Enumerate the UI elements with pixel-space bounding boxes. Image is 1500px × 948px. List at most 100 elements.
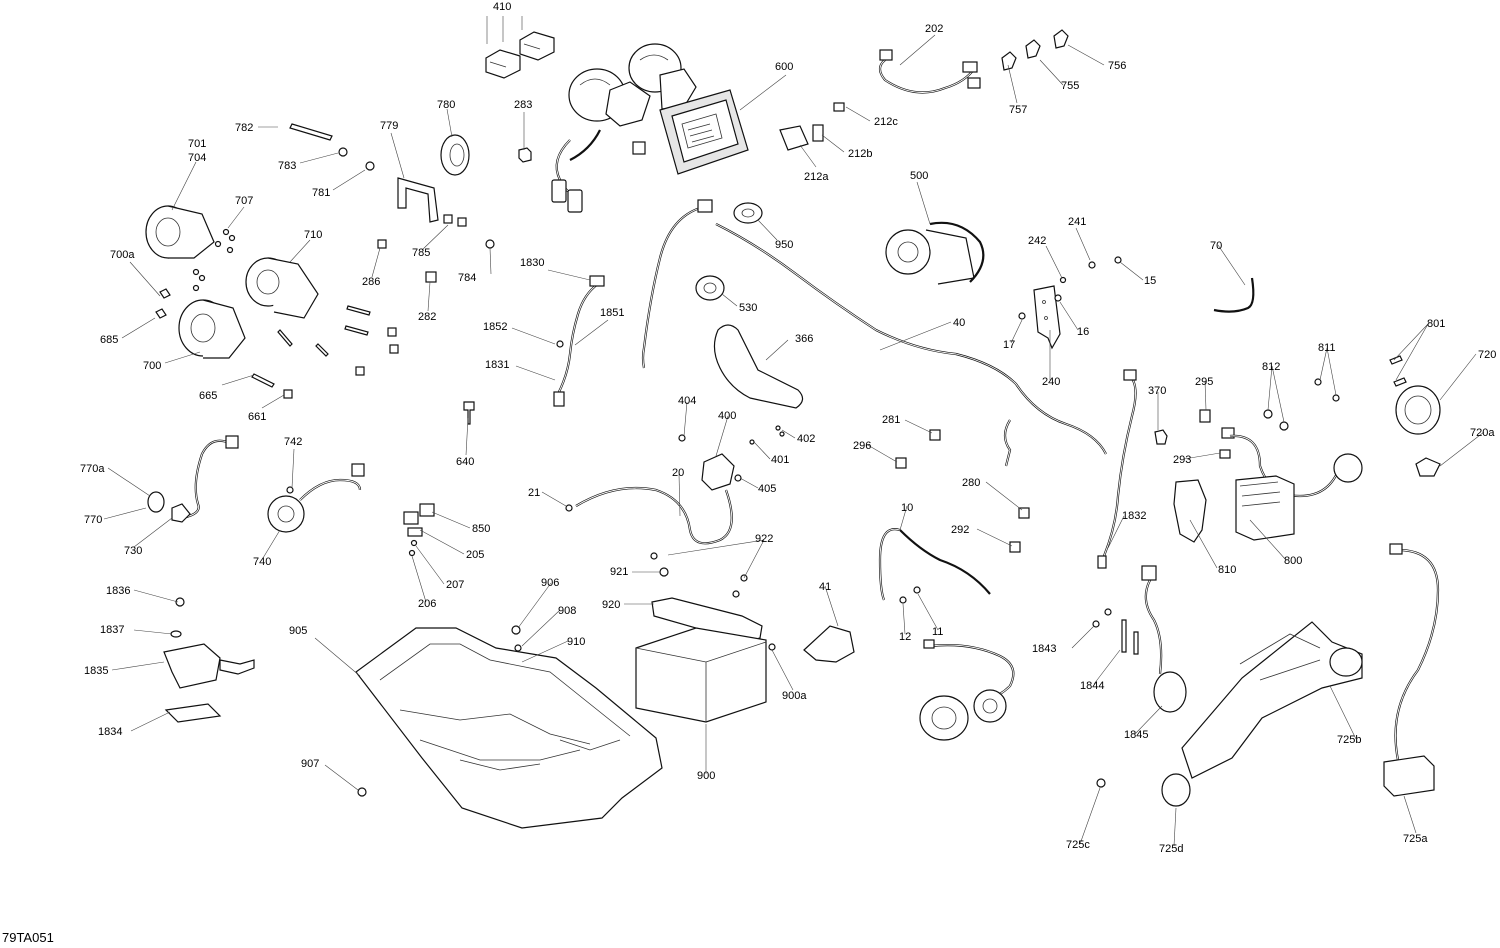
gauge-cluster-600 <box>659 89 749 175</box>
callout-293: 293 <box>1173 454 1191 466</box>
callout-757: 757 <box>1009 104 1027 116</box>
callout-530: 530 <box>739 302 757 314</box>
wire-from-950 <box>641 199 713 369</box>
callout-21: 21 <box>528 487 540 499</box>
callout-1844: 1844 <box>1080 680 1104 692</box>
callout-725a: 725a <box>1403 833 1428 845</box>
sensor-1845 <box>1141 565 1187 713</box>
callout-281: 281 <box>882 414 900 426</box>
harness-202 <box>878 49 981 94</box>
plate-bracket-725b <box>1161 621 1363 807</box>
duct-366 <box>713 324 804 409</box>
callout-921: 921 <box>610 566 628 578</box>
callout-740: 740 <box>253 556 271 568</box>
module-800 <box>1235 475 1295 541</box>
callout-1835: 1835 <box>84 665 108 677</box>
callout-410: 410 <box>493 1 511 13</box>
callout-730: 730 <box>124 545 142 557</box>
callout-366: 366 <box>795 333 813 345</box>
headlight-710 <box>245 257 319 319</box>
callout-900: 900 <box>697 770 715 782</box>
battery-cable-20 <box>565 486 733 545</box>
callout-950: 950 <box>775 239 793 251</box>
callout-779: 779 <box>380 120 398 132</box>
bolts-665-661 <box>251 305 399 399</box>
callout-1837: 1837 <box>100 624 124 636</box>
callout-240: 240 <box>1042 376 1060 388</box>
callout-905: 905 <box>289 625 307 637</box>
callout-20: 20 <box>672 467 684 479</box>
callout-400: 400 <box>718 410 736 422</box>
headlight-cluster-top <box>551 43 697 213</box>
callout-700a: 700a <box>110 249 135 261</box>
callout-402: 402 <box>797 433 815 445</box>
battery-900 <box>635 627 776 723</box>
callout-212a: 212a <box>804 171 829 183</box>
callout-755: 755 <box>1061 80 1079 92</box>
clips-282-286-784-785 <box>377 214 495 283</box>
callout-282: 282 <box>418 311 436 323</box>
callout-212b: 212b <box>848 148 872 160</box>
terminal-41 <box>803 625 855 663</box>
switch-530 <box>695 275 725 301</box>
fastener-725c <box>1096 778 1106 788</box>
callout-370: 370 <box>1148 385 1166 397</box>
unit-740 <box>267 463 365 533</box>
callout-1830: 1830 <box>520 257 544 269</box>
callout-910: 910 <box>567 636 585 648</box>
leader-lines <box>103 16 1485 847</box>
callout-784: 784 <box>458 272 476 284</box>
connectors-212 <box>779 102 845 151</box>
headlight-700 <box>155 288 246 359</box>
lamps-11 <box>899 586 1015 741</box>
clips-280-281-292-296 <box>895 429 1030 553</box>
callout-665: 665 <box>199 390 217 402</box>
clip-370 <box>1154 429 1168 445</box>
bulbs-755-756-757 <box>1001 29 1069 71</box>
callout-283: 283 <box>514 99 532 111</box>
fastener-907 <box>357 787 367 797</box>
callout-770: 770 <box>84 514 102 526</box>
callout-906: 906 <box>541 577 559 589</box>
callout-700: 700 <box>143 360 161 372</box>
callout-785: 785 <box>412 247 430 259</box>
callout-812: 812 <box>1262 361 1280 373</box>
callout-280: 280 <box>962 477 980 489</box>
callout-405: 405 <box>758 483 776 495</box>
callout-810: 810 <box>1218 564 1236 576</box>
callout-640: 640 <box>456 456 474 468</box>
callout-720a: 720a <box>1470 427 1495 439</box>
callout-10: 10 <box>901 502 913 514</box>
pedal-1835 <box>163 597 255 723</box>
callout-782: 782 <box>235 122 253 134</box>
battery-bracket-920 <box>651 597 763 645</box>
callout-206: 206 <box>418 598 436 610</box>
callout-202: 202 <box>925 23 943 35</box>
callout-296: 296 <box>853 440 871 452</box>
callout-704: 704 <box>188 152 206 164</box>
relay-400 <box>678 425 785 491</box>
sensor-wire-1832 <box>1097 369 1137 569</box>
fuse-850 <box>403 503 435 557</box>
fasteners-811-812 <box>1263 378 1340 431</box>
callout-781: 781 <box>312 187 330 199</box>
callout-756: 756 <box>1108 60 1126 72</box>
clip-283 <box>518 147 532 163</box>
callout-920: 920 <box>602 599 620 611</box>
callout-207: 207 <box>446 579 464 591</box>
horn-780 <box>440 134 470 176</box>
cable-70 <box>1213 277 1255 313</box>
callout-685: 685 <box>100 334 118 346</box>
callout-70: 70 <box>1210 240 1222 252</box>
sensor-640 <box>463 401 475 425</box>
cable-10 <box>878 528 991 601</box>
light-730 <box>147 435 239 523</box>
callout-404: 404 <box>678 395 696 407</box>
lamp-725a <box>1383 543 1440 797</box>
callout-908: 908 <box>558 605 576 617</box>
callout-40: 40 <box>953 317 965 329</box>
callout-212c: 212c <box>874 116 898 128</box>
callout-720: 720 <box>1478 349 1496 361</box>
